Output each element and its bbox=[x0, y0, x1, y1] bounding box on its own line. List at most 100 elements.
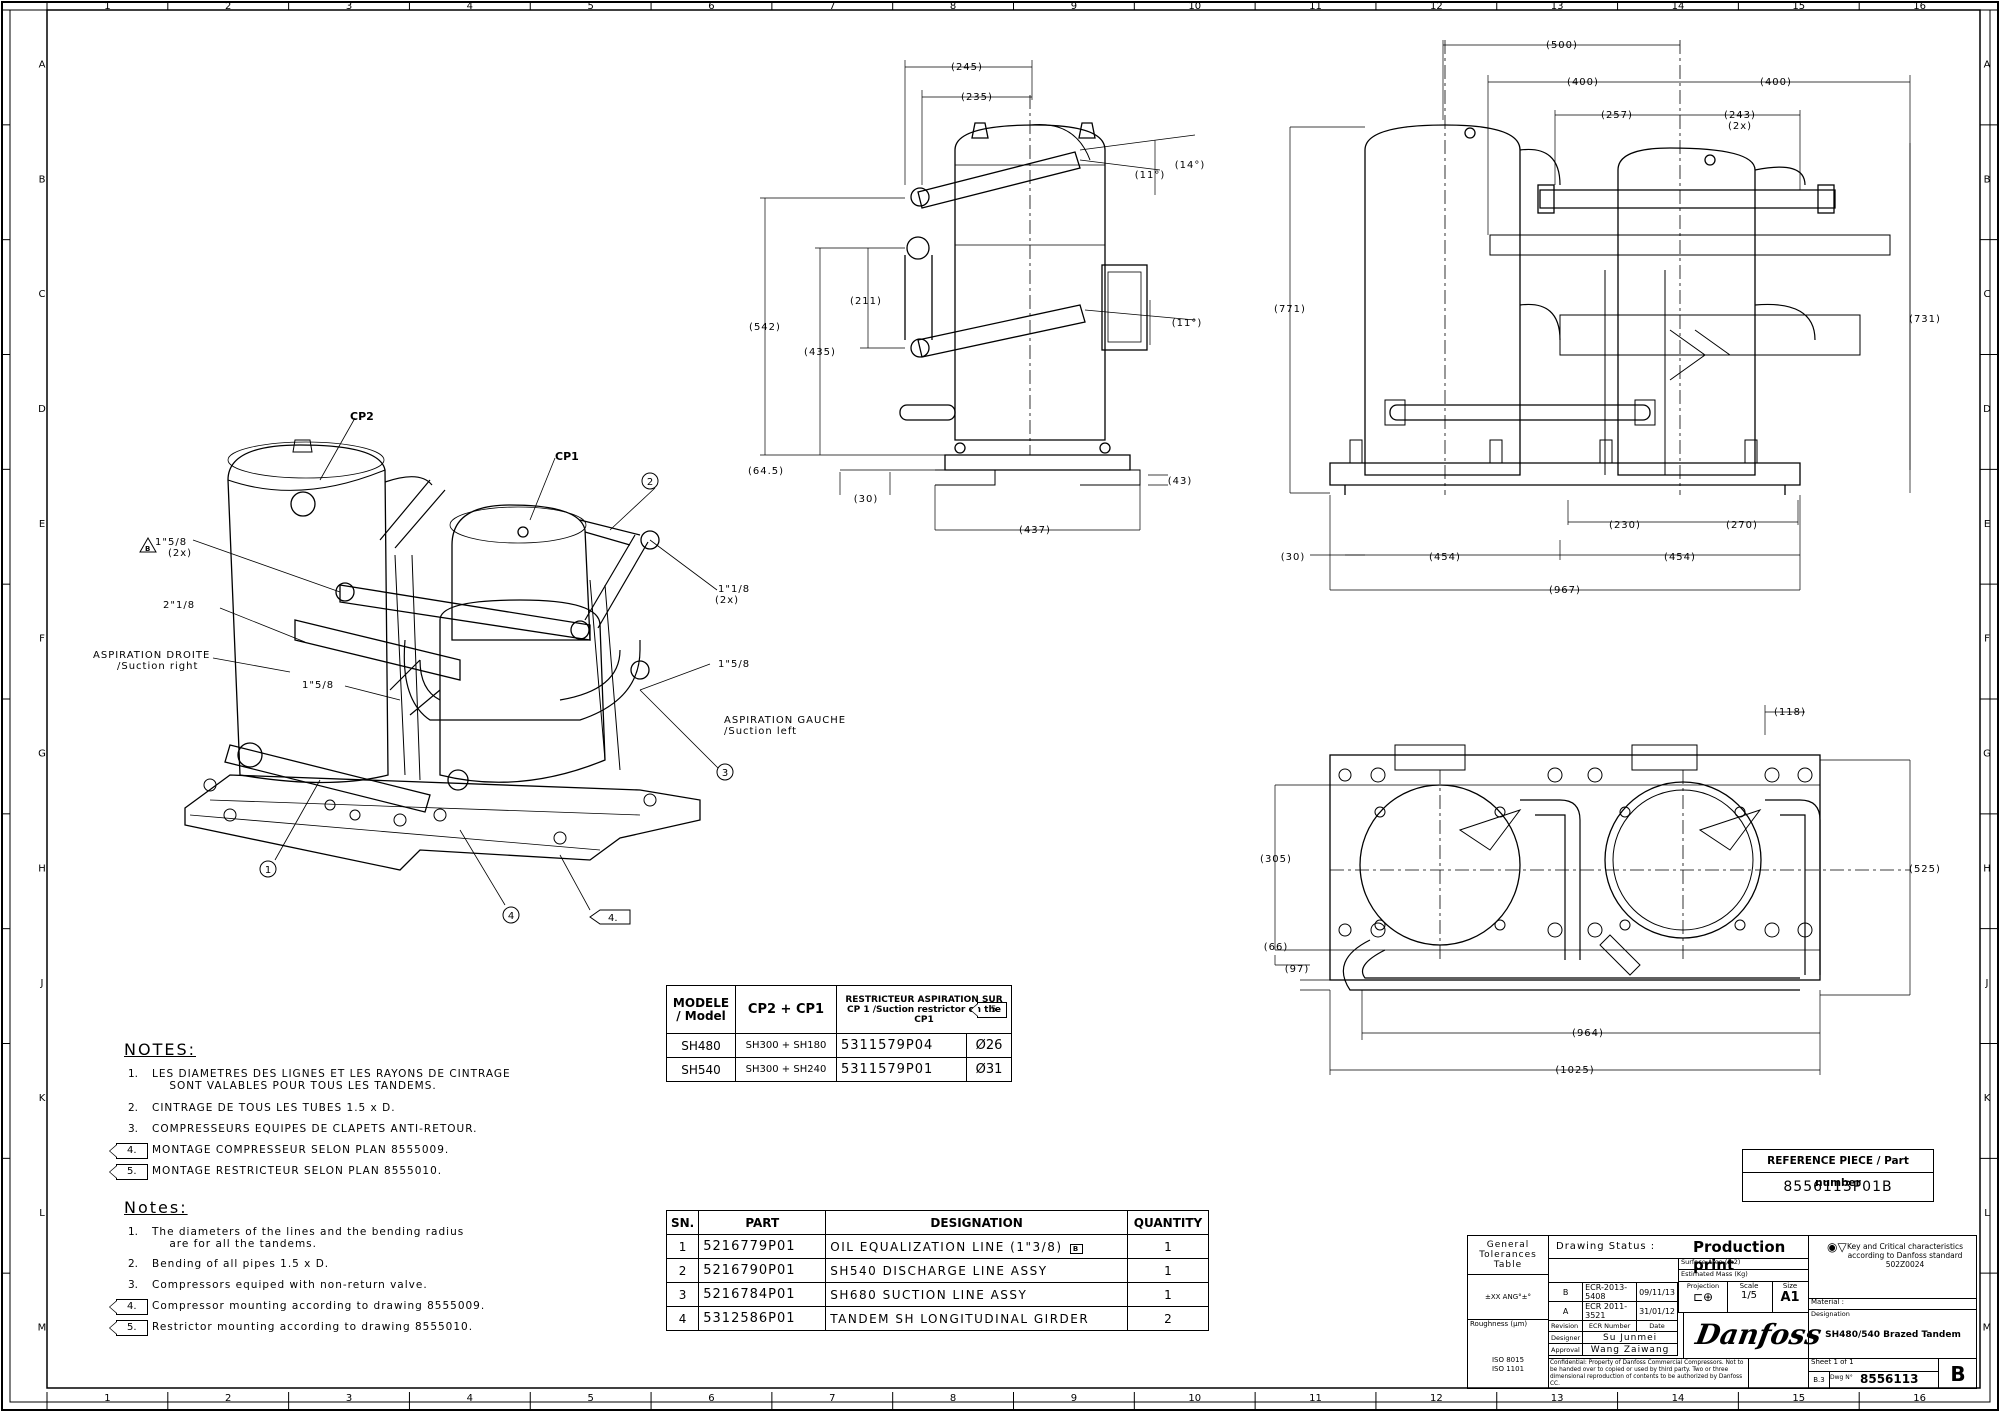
frame-col-label: 3 bbox=[346, 1, 352, 12]
parts-row: 1 5216779P01 OIL EQUALIZATION LINE (1"3/… bbox=[665, 1234, 1209, 1259]
frame-col-label: 16 bbox=[1913, 1, 1926, 12]
parts-header-designation: DESIGNATION bbox=[825, 1210, 1128, 1235]
dim-30-front: (30) bbox=[1281, 552, 1306, 563]
notes-en-title: Notes: bbox=[124, 1198, 188, 1217]
note-en-2: Bending of all pipes 1.5 x D. bbox=[152, 1258, 330, 1270]
frame-col-label: 16 bbox=[1913, 1393, 1926, 1404]
note-fr-4: MONTAGE COMPRESSEUR SELON PLAN 8555009. bbox=[152, 1144, 450, 1156]
dim-771: (771) bbox=[1274, 304, 1306, 315]
dim-967: (967) bbox=[1549, 585, 1581, 596]
frame-row-label: F bbox=[1984, 634, 1990, 645]
frame-col-label: 13 bbox=[1551, 1, 1564, 12]
iso-standards: ISO 8015 ISO 1101 bbox=[1491, 1356, 1525, 1373]
label-pipe-158-2x: 1"5/8 bbox=[155, 537, 187, 548]
revision-date: 09/11/13 bbox=[1636, 1282, 1678, 1302]
label-suction-left: /Suction left bbox=[724, 726, 797, 737]
model-cell: SH480 bbox=[666, 1033, 736, 1058]
dim-400-right: (400) bbox=[1760, 77, 1792, 88]
designation-label: Designation bbox=[1811, 1310, 1850, 1318]
frame-row-label: B bbox=[39, 174, 46, 185]
front-view bbox=[1329, 40, 1891, 495]
note-fr-flag-5: 5. bbox=[109, 1164, 148, 1180]
note-fr-5: MONTAGE RESTRICTEUR SELON PLAN 8555010. bbox=[152, 1165, 443, 1177]
label-aspiration-gauche: ASPIRATION GAUCHE bbox=[724, 715, 846, 726]
frame-row-label: M bbox=[38, 1323, 47, 1334]
dim-230: (230) bbox=[1609, 520, 1641, 531]
revision-header: Revision bbox=[1547, 1320, 1584, 1332]
note-en-num-3: 3. bbox=[128, 1279, 139, 1291]
dim-66: (66) bbox=[1264, 942, 1289, 953]
scale-cell: Scale 1/5 bbox=[1726, 1282, 1773, 1313]
label-pipe-158: 1"5/8 bbox=[302, 680, 334, 691]
dim-731: (731) bbox=[1909, 314, 1941, 325]
revision-row: A ECR 2011-3521 31/01/12 bbox=[1547, 1301, 1678, 1321]
frame-row-label: A bbox=[39, 59, 46, 70]
model-cp-cell: SH300 + SH180 bbox=[735, 1033, 837, 1058]
model-header-flag-5: 5. bbox=[970, 1002, 1007, 1018]
parts-part-cell: 5216784P01 bbox=[698, 1282, 827, 1307]
model-diameter-cell: Ø26 bbox=[966, 1033, 1012, 1058]
frame-row-label: J bbox=[1985, 978, 1989, 989]
parts-sn-cell: 3 bbox=[665, 1282, 700, 1307]
dim-97: (97) bbox=[1285, 964, 1310, 975]
model-cp-cell: SH300 + SH240 bbox=[735, 1057, 837, 1082]
parts-designation-text: OIL EQUALIZATION LINE (1"3/8) bbox=[830, 1239, 1063, 1254]
approval-value: Wang Zaiwang bbox=[1582, 1343, 1678, 1356]
parts-part-cell: 5216779P01 bbox=[698, 1234, 827, 1259]
danfoss-logo-text: Danfoss bbox=[1693, 1318, 1824, 1351]
drawing-status-label: Drawing Status : bbox=[1556, 1241, 1656, 1252]
dwg-number: 8556113 bbox=[1860, 1372, 1919, 1386]
dim-243: (243) bbox=[1724, 110, 1756, 121]
note-en-4: Compressor mounting according to drawing… bbox=[152, 1300, 486, 1312]
label-pipe-118: 1"1/8 bbox=[718, 584, 750, 595]
dim-243-qty: (2x) bbox=[1728, 121, 1752, 132]
dim-211: (211) bbox=[850, 296, 882, 307]
frame-col-label: 8 bbox=[950, 1, 956, 12]
frame-col-label: 12 bbox=[1430, 1393, 1443, 1404]
label-pipe-118-qty: (2x) bbox=[715, 595, 739, 606]
date-header: Date bbox=[1636, 1320, 1678, 1332]
note-en-5: Restrictor mounting according to drawing… bbox=[152, 1321, 474, 1333]
frame-col-label: 2 bbox=[225, 1, 231, 12]
projection-label: Projection bbox=[1686, 1282, 1720, 1290]
note-en-num-1: 1. bbox=[128, 1226, 139, 1238]
notes-fr-list: 1. LES DIAMETRES DES LIGNES ET LES RAYON… bbox=[109, 1068, 584, 1180]
frame-col-label: 9 bbox=[1071, 1393, 1077, 1404]
parts-part-cell: 5312586P01 bbox=[698, 1306, 827, 1331]
note-fr-1: LES DIAMETRES DES LIGNES ET LES RAYONS D… bbox=[152, 1068, 511, 1092]
parts-header-part: PART bbox=[698, 1210, 827, 1235]
frame-row-label: L bbox=[1984, 1208, 1990, 1219]
reference-label: REFERENCE PIECE / Part number bbox=[1743, 1150, 1933, 1189]
revision-ecr: ECR 2011-3521 bbox=[1582, 1301, 1638, 1321]
frame-row-label: K bbox=[1984, 1093, 1991, 1104]
svg-text:B: B bbox=[145, 545, 150, 553]
dim-245: (245) bbox=[951, 62, 983, 73]
frame-row-label: F bbox=[39, 634, 45, 645]
tolerances-column: General Tolerances Table ±XX ANG°±° Roug… bbox=[1468, 1236, 1549, 1388]
frame-col-label: 4 bbox=[467, 1, 473, 12]
top-view-dimension-lines bbox=[1274, 705, 1911, 1075]
parts-sn-cell: 2 bbox=[665, 1258, 700, 1283]
dim-43: (43) bbox=[1168, 476, 1193, 487]
dim-305: (305) bbox=[1260, 854, 1292, 865]
note-en-3: Compressors equiped with non-return valv… bbox=[152, 1279, 428, 1291]
frame-row-label: C bbox=[39, 289, 46, 300]
parts-qty-cell: 1 bbox=[1127, 1258, 1209, 1283]
parts-row: 4 5312586P01 TANDEM SH LONGITUDINAL GIRD… bbox=[665, 1306, 1209, 1331]
projection-icon: ⊏⊕ bbox=[1692, 1290, 1714, 1304]
frame-row-label: L bbox=[39, 1208, 45, 1219]
label-pipe-218: 2"1/8 bbox=[163, 600, 195, 611]
frame-col-label: 6 bbox=[708, 1, 714, 12]
note-fr-flag-4: 4. bbox=[109, 1143, 148, 1159]
frame-col-label: 9 bbox=[1071, 1, 1077, 12]
model-header-restrictor: RESTRICTEUR ASPIRATION SUR CP 1 /Suction… bbox=[836, 985, 1012, 1034]
approval-label: Approval bbox=[1547, 1343, 1584, 1356]
model-header-model: MODELE / Model bbox=[666, 985, 736, 1034]
drawing-status-row: Drawing Status : Production print bbox=[1548, 1236, 1808, 1274]
dim-270: (270) bbox=[1726, 520, 1758, 531]
parts-part-cell: 5216790P01 bbox=[698, 1258, 827, 1283]
side-view-dimension-lines bbox=[760, 60, 1196, 531]
frame-col-label: 4 bbox=[467, 1393, 473, 1404]
notes-en-list: 1. The diameters of the lines and the be… bbox=[109, 1226, 584, 1336]
